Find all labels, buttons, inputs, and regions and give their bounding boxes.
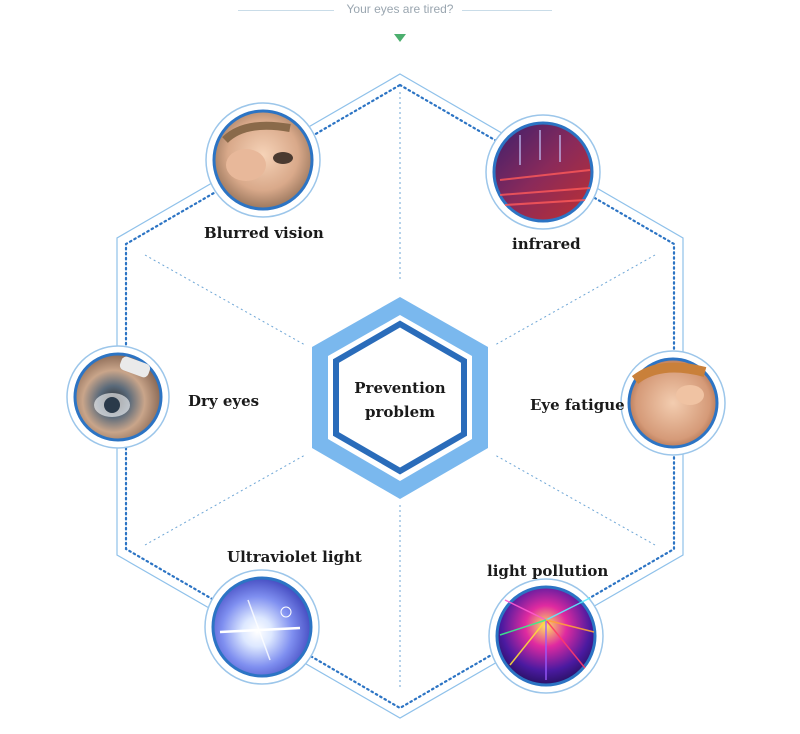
spoke-lower-right [494,454,656,546]
infrared-photo [485,114,601,230]
dotted-hexagon [124,83,676,710]
label-ultraviolet-light: Ultraviolet light [227,548,362,566]
center-title-line2: problem [365,403,435,421]
spokes [144,92,656,690]
center-hexagon-inner [333,320,467,475]
light-pollution-photo [488,578,604,694]
spoke-upper-left [144,254,306,346]
dry-eyes-photo [66,345,170,449]
blurred-vision-photo [205,102,321,218]
spoke-upper-right [494,254,656,346]
eye-fatigue-photo [620,350,726,456]
center-title-line1: Prevention [354,379,446,397]
page-title: Your eyes are tired? [346,2,454,16]
label-infrared: infrared [512,235,581,253]
label-dry-eyes: Dry eyes [188,392,260,410]
header-line-right [462,10,552,11]
down-arrow-icon [394,34,406,42]
ultraviolet-light-photo [204,569,320,685]
header-line-left [238,10,334,11]
label-blurred-vision: Blurred vision [204,224,324,242]
outer-hexagon [116,73,684,719]
label-eye-fatigue: Eye fatigue [530,396,625,414]
label-light-pollution: light pollution [487,562,609,580]
center-hexagon-white [328,315,472,481]
center-title: Prevention problem [340,376,460,424]
spoke-lower-left [144,454,306,546]
